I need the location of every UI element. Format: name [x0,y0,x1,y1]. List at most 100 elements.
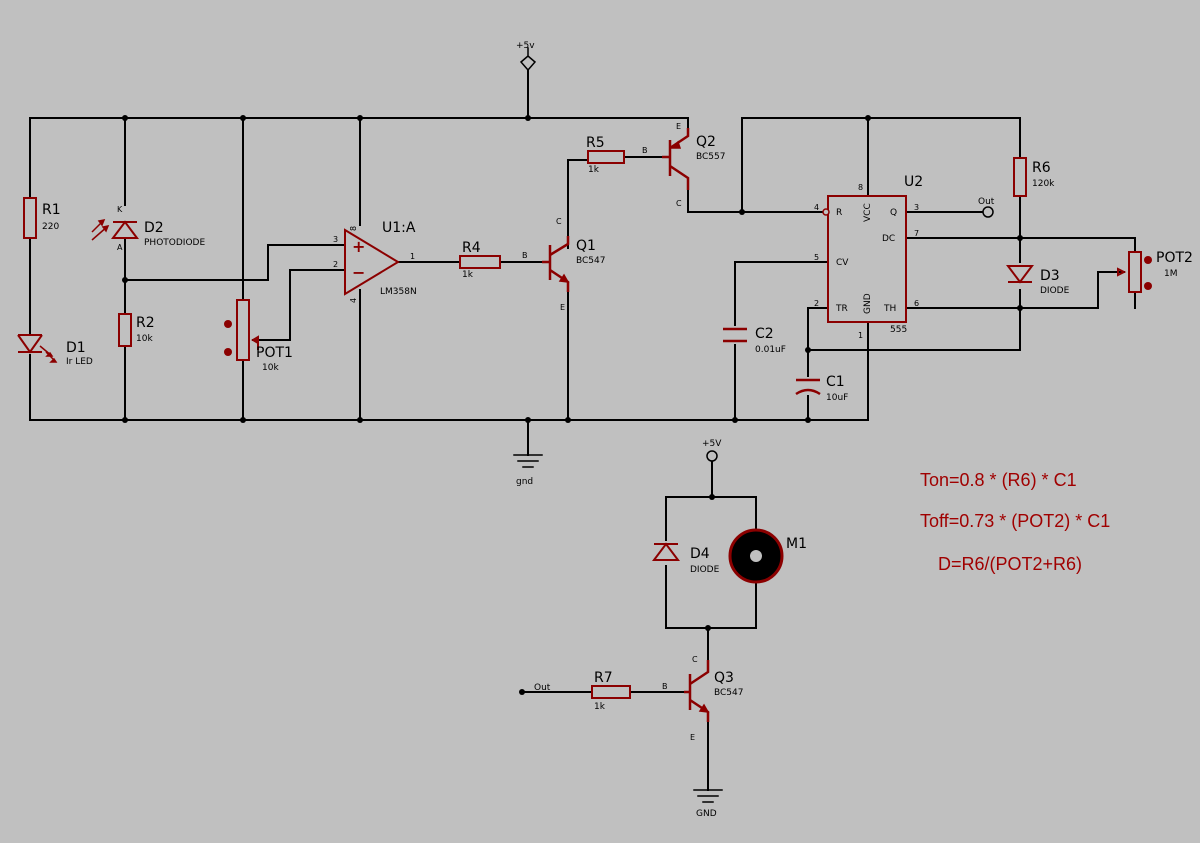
svg-text:C: C [692,655,698,664]
out-terminal-555: Out [978,197,995,218]
svg-text:3: 3 [333,235,338,244]
svg-text:DIODE: DIODE [1040,286,1070,296]
svg-text:4: 4 [349,298,358,303]
motor-m1: M1 [728,528,807,584]
capacitor-c2: C2 0.01uF [723,326,786,355]
led-d1: D1 Ir LED [17,334,93,367]
equation-ton: Ton=0.8 * (R6) * C1 [920,470,1077,490]
svg-text:R1: R1 [42,202,61,218]
svg-text:8: 8 [349,226,358,231]
svg-text:R7: R7 [594,670,613,686]
svg-text:B: B [662,682,668,691]
svg-text:A: A [117,243,123,252]
resistor-r4: R4 1k [459,240,501,280]
vcc-motor-symbol: +5V [702,439,722,462]
svg-text:4: 4 [814,203,819,212]
svg-text:3: 3 [914,203,919,212]
svg-text:−: − [352,263,365,282]
equation-duty: D=R6/(POT2+R6) [938,554,1082,574]
resistor-r7: R7 1k [591,670,631,712]
svg-text:1M: 1M [1164,269,1178,279]
svg-text:R4: R4 [462,240,481,256]
svg-text:7: 7 [914,229,919,238]
svg-text:M1: M1 [786,536,807,552]
svg-text:220: 220 [42,222,59,232]
svg-text:DIODE: DIODE [690,565,720,575]
transistor-q2: B E C Q2 BC557 [642,122,725,208]
svg-text:LM358N: LM358N [380,287,417,297]
svg-text:10k: 10k [136,334,153,344]
svg-text:Q: Q [890,208,897,218]
timer-u2: R VCC Q DC CV TR GND TH 4 8 3 7 5 2 6 1 … [814,174,923,340]
svg-text:10uF: 10uF [826,393,848,403]
svg-text:R2: R2 [136,315,155,331]
svg-text:U1:A: U1:A [382,220,416,236]
svg-text:PHOTODIODE: PHOTODIODE [144,238,205,248]
wires [29,69,1136,791]
out-label-q3: Out [534,683,551,693]
resistor-r5: R5 1k [586,135,625,175]
resistor-r2: R2 10k [118,313,155,347]
svg-text:Out: Out [534,683,551,693]
transistor-q3: B C E Q3 BC547 [662,655,743,742]
svg-text:8: 8 [858,183,863,192]
svg-text:+: + [352,237,365,256]
svg-text:B: B [642,146,648,155]
svg-text:10k: 10k [262,363,279,373]
resistor-r1: R1 220 [23,197,61,239]
svg-text:Ir LED: Ir LED [66,357,93,367]
svg-text:gnd: gnd [516,477,533,487]
potentiometer-pot1: POT1 10k [224,299,293,373]
svg-text:R5: R5 [586,135,605,151]
svg-text:Q3: Q3 [714,670,734,686]
photodiode-d2: K A D2 PHOTODIODE [91,205,205,252]
svg-text:Out: Out [978,197,995,207]
gnd-motor-symbol: GND [693,789,723,819]
svg-text:GND: GND [696,809,717,819]
svg-text:2: 2 [814,299,819,308]
svg-text:K: K [117,205,123,214]
svg-text:1k: 1k [462,270,474,280]
gnd-main-symbol: gnd [513,454,543,487]
resistor-r6: R6 120k [1013,157,1055,197]
svg-text:1: 1 [410,252,415,261]
svg-text:D4: D4 [690,546,710,562]
svg-text:POT2: POT2 [1156,250,1193,266]
capacitor-c1: C1 10uF [795,374,848,403]
svg-text:B: B [522,251,528,260]
diode-d3: D3 DIODE [1006,265,1070,296]
diode-d4: D4 DIODE [652,542,720,575]
svg-text:1k: 1k [588,165,600,175]
svg-text:6: 6 [914,299,919,308]
svg-text:D3: D3 [1040,268,1060,284]
svg-text:1: 1 [858,331,863,340]
svg-text:POT1: POT1 [256,345,293,361]
svg-text:C2: C2 [755,326,774,342]
svg-text:120k: 120k [1032,179,1055,189]
potentiometer-pot2: POT2 1M [1117,250,1193,293]
svg-text:R6: R6 [1032,160,1051,176]
svg-text:TR: TR [835,304,848,314]
svg-text:BC547: BC547 [576,256,605,266]
svg-text:U2: U2 [904,174,923,190]
svg-text:DC: DC [882,234,895,244]
svg-text:5: 5 [814,253,819,262]
svg-text:BC557: BC557 [696,152,725,162]
svg-text:CV: CV [836,258,849,268]
svg-text:C1: C1 [826,374,845,390]
svg-text:E: E [690,733,695,742]
equation-toff: Toff=0.73 * (POT2) * C1 [920,511,1110,531]
opamp-u1: + − 3 2 1 8 4 U1:A LM358N [333,220,417,303]
svg-text:VCC: VCC [863,203,873,222]
svg-text:+5V: +5V [702,439,722,449]
svg-text:R: R [836,208,842,218]
svg-text:Q2: Q2 [696,134,716,150]
svg-text:1k: 1k [594,702,606,712]
svg-text:D2: D2 [144,220,164,236]
svg-text:0.01uF: 0.01uF [755,345,786,355]
svg-text:Q1: Q1 [576,238,596,254]
svg-text:555: 555 [890,325,907,335]
svg-text:+5v: +5v [516,41,535,51]
